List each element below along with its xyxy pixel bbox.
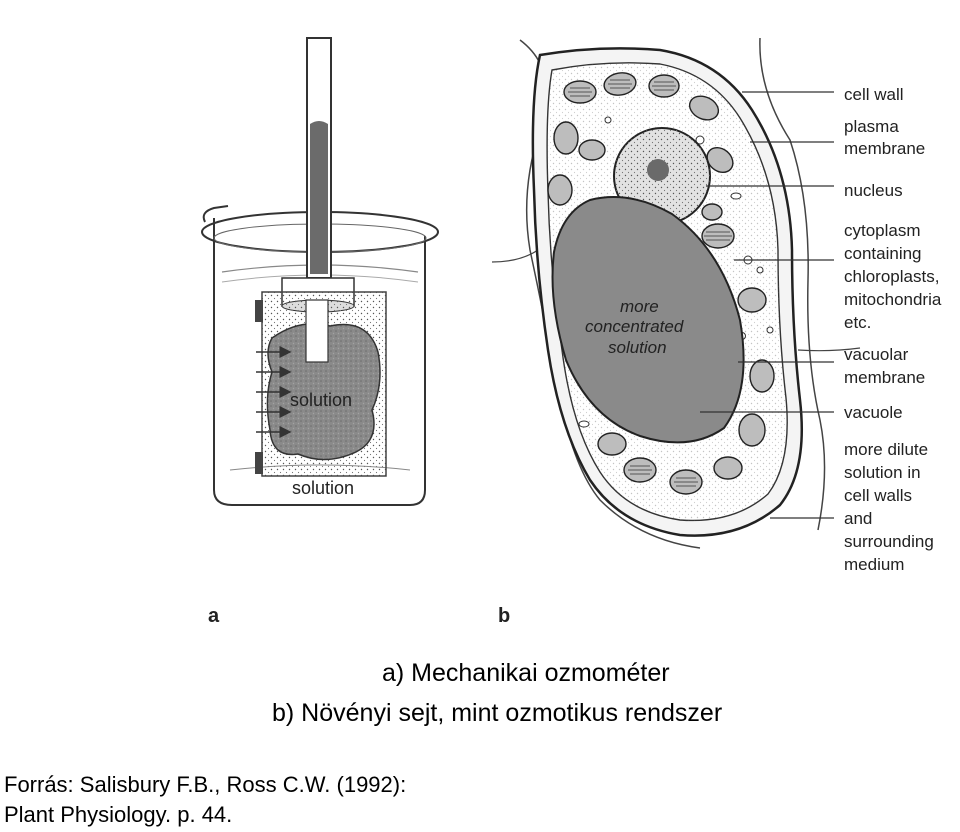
caption-line-a: a) Mechanikai ozmométer (382, 659, 670, 687)
label-dilute-solution: more dilute solution in cell walls and s… (844, 440, 939, 574)
beaker-solution-label: solution (292, 478, 354, 498)
label-nucleus: nucleus (844, 181, 903, 200)
osmometer-diagram: solution solution a (201, 37, 439, 627)
clamp-bottom (255, 452, 263, 474)
vacuole-text-2: concentrated (585, 317, 684, 336)
beaker (202, 205, 426, 506)
vacuole-text-1: more (620, 297, 659, 316)
panel-a-letter: a (208, 605, 220, 627)
nucleolus (647, 159, 669, 181)
vacuole-text-3: solution (608, 338, 667, 357)
inner-solution (266, 323, 381, 461)
leader-lines (700, 91, 834, 519)
osmosis-figure: solution solution a (201, 37, 946, 627)
source-line-1: Forrás: Salisbury F.B., Ross C.W. (1992)… (4, 772, 407, 797)
plant-cell-diagram: more concentrated solution cell wall pla… (491, 37, 946, 627)
tube-liquid (310, 124, 328, 274)
vacuole (551, 196, 745, 444)
inner-solution-label: solution (290, 390, 352, 410)
label-cell-wall: cell wall (844, 85, 904, 104)
label-vacuolar-membrane: vacuolar membrane (844, 345, 925, 387)
caption-line-b: b) Növényi sejt, mint ozmotikus rendszer (272, 699, 723, 727)
label-cytoplasm: cytoplasm containing chloroplasts, mitoc… (844, 221, 946, 332)
source-line-2: Plant Physiology. p. 44. (4, 802, 233, 827)
clamp-top (255, 300, 263, 322)
label-plasma-membrane: plasma membrane (844, 117, 925, 158)
panel-b-letter: b (498, 605, 510, 627)
label-vacuole: vacuole (844, 403, 903, 422)
